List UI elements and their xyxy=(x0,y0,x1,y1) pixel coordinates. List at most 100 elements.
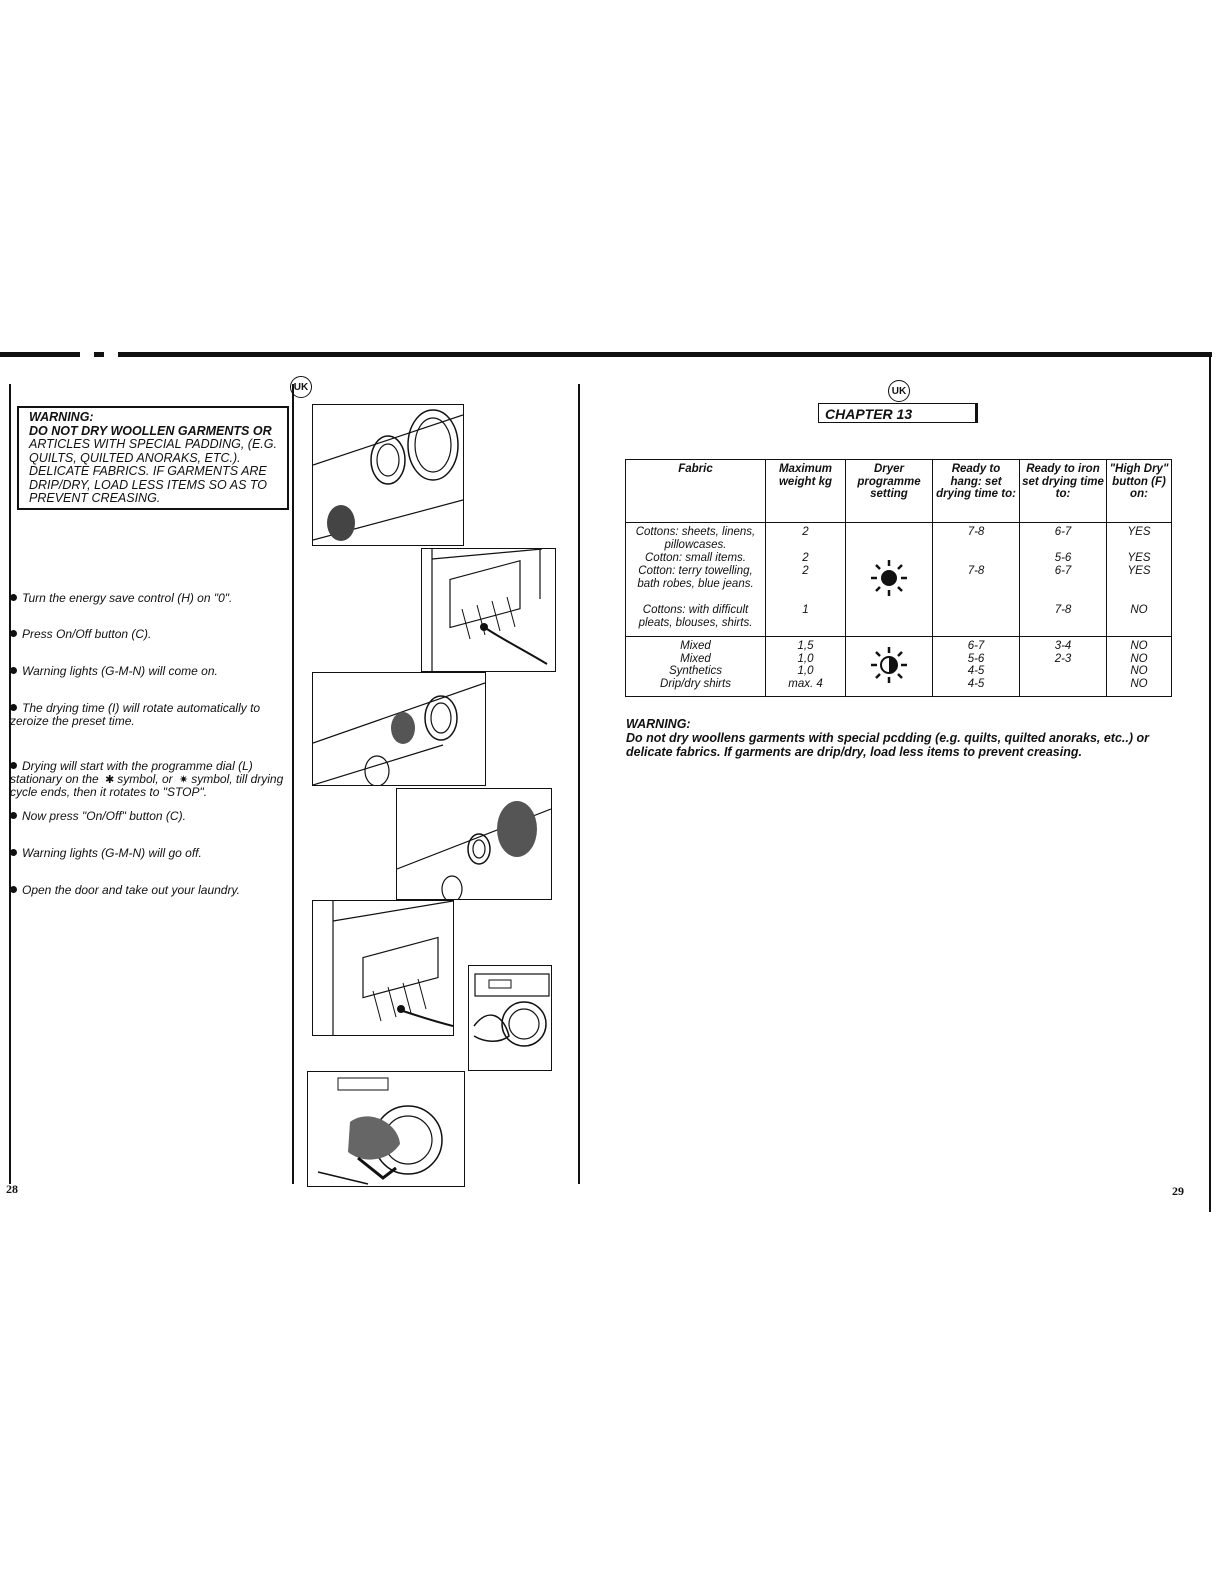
bullet-icon xyxy=(10,667,17,674)
fabric-text: Cottons: sheets, linens, pillowcases. xyxy=(635,526,756,551)
weight-text: 2 xyxy=(802,565,809,577)
header-ready-hang: Ready to hang: set drying time to: xyxy=(932,459,1020,523)
step-text: Turn the energy save control (H) on "0". xyxy=(22,591,233,605)
step-item: Now press "On/Off" button (C). xyxy=(10,810,292,823)
illustration-press-button-2 xyxy=(312,900,454,1036)
sun-half-icon xyxy=(871,646,907,683)
step-item: Warning lights (G-M-N) will come on. xyxy=(10,665,292,678)
step-text: The drying time (I) will rotate automati… xyxy=(10,701,261,728)
iron-text: 2-3 xyxy=(1054,652,1072,665)
page-number-right: 29 xyxy=(1172,1184,1184,1198)
hang-text: 5-6 xyxy=(967,652,985,665)
page-number-left: 28 xyxy=(6,1182,18,1196)
hang-cell: 7-8 7-8 xyxy=(932,522,1020,637)
step-text: Open the door and take out your laundry. xyxy=(22,883,240,897)
weight-text: 2 xyxy=(802,526,809,538)
hang-text: 4-5 xyxy=(967,677,985,690)
step-text: Drying will start with the programme dia… xyxy=(10,759,253,786)
sun-filled-icon: ✱ xyxy=(105,773,115,786)
table-row: Mixed Mixed Synthetics Drip/dry shirts 1… xyxy=(625,636,1172,697)
step-text: symbol, or xyxy=(117,771,173,786)
illustration-press-button xyxy=(421,548,556,672)
table-header-row: Fabric Maximum weight kg Dryer programme… xyxy=(625,459,1172,523)
header-ready-iron: Ready to iron set drying time to: xyxy=(1019,459,1107,523)
iron-cell: 3-4 2-3 xyxy=(1019,636,1107,697)
uk-badge-left: UK xyxy=(290,376,312,398)
high-dry-text: YES xyxy=(1127,552,1151,564)
weight-cell: 1,5 1,0 1,0 max. 4 xyxy=(765,636,846,697)
fabric-text: Cottons: with difficult pleats, blouses,… xyxy=(638,604,753,629)
top-rule xyxy=(0,352,1212,357)
bullet-icon xyxy=(10,594,17,601)
hang-text: 7-8 xyxy=(967,526,985,538)
high-dry-text: NO xyxy=(1130,677,1148,690)
fabric-text: Synthetics xyxy=(668,665,723,677)
high-dry-text: NO xyxy=(1130,652,1148,665)
left-page-margin-line xyxy=(9,384,11,1184)
sun-half-icon: ✷ xyxy=(179,773,189,786)
illustration-dials-3 xyxy=(396,788,552,900)
high-dry-text: YES xyxy=(1127,565,1151,577)
page-gutter-line xyxy=(578,384,580,1184)
drying-table: Fabric Maximum weight kg Dryer programme… xyxy=(625,459,1172,697)
high-dry-text: NO xyxy=(1130,604,1148,616)
header-high-dry: "High Dry" button (F) on: xyxy=(1106,459,1172,523)
high-dry-cell: YES YES YES NO xyxy=(1106,522,1172,637)
step-item-drying: Drying will start with the programme dia… xyxy=(10,760,292,799)
step-text: Now press "On/Off" button (C). xyxy=(22,809,186,823)
illustration-dials-2 xyxy=(312,672,486,786)
header-programme: Dryer programme setting xyxy=(845,459,933,523)
fabric-text: Mixed xyxy=(680,640,711,652)
table-warning: WARNING: Do not dry woollens garments wi… xyxy=(626,717,1186,759)
hang-text: 7-8 xyxy=(967,565,985,577)
top-rule-gap xyxy=(104,350,118,359)
top-rule-gap xyxy=(80,350,94,359)
high-dry-text: NO xyxy=(1130,640,1148,652)
hang-cell: 6-7 5-6 4-5 4-5 xyxy=(932,636,1020,697)
left-column-divider xyxy=(292,384,294,1184)
step-item: The drying time (I) will rotate automati… xyxy=(10,702,292,727)
iron-text: 3-4 xyxy=(1054,640,1072,652)
step-item: Turn the energy save control (H) on "0". xyxy=(10,592,292,605)
iron-text: 6-7 xyxy=(1054,565,1072,577)
weight-text: max. 4 xyxy=(788,677,823,690)
step-text: symbol, till drying cycle ends, then it … xyxy=(10,771,284,799)
chapter-heading: CHAPTER 13 xyxy=(818,403,978,423)
high-dry-text: NO xyxy=(1130,665,1148,677)
bullet-icon xyxy=(10,762,17,769)
bullet-icon xyxy=(10,630,17,637)
fabric-text: Cotton: small items. xyxy=(645,552,746,564)
bullet-icon xyxy=(10,886,17,893)
step-item: Warning lights (G-M-N) will go off. xyxy=(10,847,292,860)
weight-text: 1,0 xyxy=(797,665,814,677)
fabric-text: Cotton: terry towelling, bath robes, blu… xyxy=(637,565,754,590)
step-text: Press On/Off button (C). xyxy=(22,627,152,641)
bullet-icon xyxy=(10,849,17,856)
fabric-text: Drip/dry shirts xyxy=(660,677,731,690)
right-page-edge-line xyxy=(1209,352,1211,1212)
iron-text: 6-7 xyxy=(1054,526,1072,538)
step-text: Warning lights (G-M-N) will come on. xyxy=(22,664,218,678)
uk-badge-right: UK xyxy=(888,380,910,402)
weight-text: 2 xyxy=(802,552,809,564)
weight-cell: 2 2 2 1 xyxy=(765,522,846,637)
hang-text: 6-7 xyxy=(967,640,985,652)
bullet-icon xyxy=(10,812,17,819)
header-weight: Maximum weight kg xyxy=(765,459,846,523)
weight-text: 1 xyxy=(802,604,809,616)
bullet-icon xyxy=(10,704,17,711)
iron-text: 5-6 xyxy=(1054,552,1072,564)
sun-filled-icon xyxy=(871,559,907,596)
fabric-cell: Cottons: sheets, linens, pillowcases. Co… xyxy=(625,522,766,637)
step-text: Warning lights (G-M-N) will go off. xyxy=(22,846,202,860)
illustration-dials-1 xyxy=(312,404,464,546)
step-item: Open the door and take out your laundry. xyxy=(10,884,292,897)
header-fabric: Fabric xyxy=(625,459,766,523)
warning-box: WARNING: DO NOT DRY WOOLLEN GARMENTS OR … xyxy=(17,406,289,510)
fabric-text: Mixed xyxy=(680,652,711,665)
warning-box-line1: DO NOT DRY WOOLLEN GARMENTS OR xyxy=(29,423,272,438)
high-dry-text: YES xyxy=(1127,526,1151,538)
table-warning-title: WARNING: xyxy=(626,717,691,731)
iron-cell: 6-7 5-6 6-7 7-8 xyxy=(1019,522,1107,637)
warning-box-title: WARNING: xyxy=(29,410,94,424)
